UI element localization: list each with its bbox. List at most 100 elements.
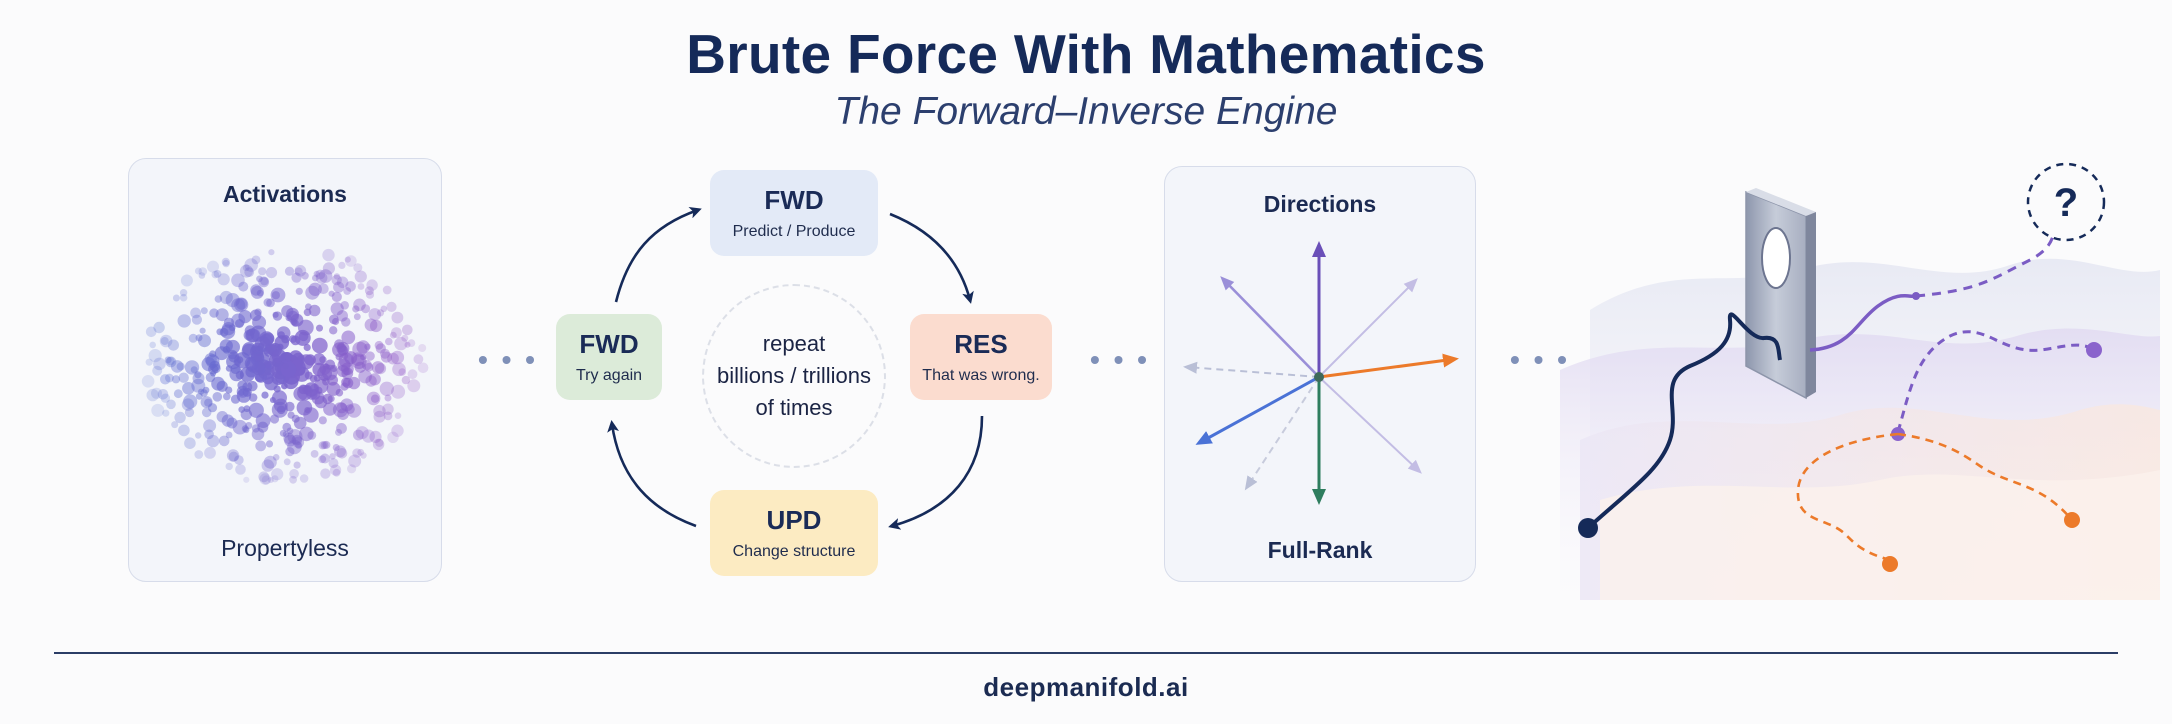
footer-site: deepmanifold.ai [983, 672, 1189, 702]
activation-dot [148, 349, 162, 363]
activation-dot [176, 362, 185, 371]
direction-arrows [1183, 241, 1459, 505]
activation-dot [214, 295, 223, 303]
start-point [1578, 518, 1598, 538]
activation-dot [308, 282, 322, 296]
activation-dot [356, 340, 370, 354]
activation-dot [173, 389, 183, 399]
activation-dot [177, 314, 191, 328]
activation-dot [225, 365, 233, 372]
activation-dot [308, 304, 321, 317]
activation-dot [184, 360, 200, 375]
activation-dot [368, 308, 382, 321]
activation-dot [391, 311, 404, 324]
activation-dot [299, 474, 309, 483]
activation-dot [287, 429, 303, 445]
activation-dot [222, 259, 230, 268]
activation-dot [345, 255, 357, 267]
activation-dot [201, 407, 212, 418]
activation-dot [328, 458, 339, 469]
page-title: Brute Force With Mathematics [686, 23, 1486, 85]
ellipsis-3: • • • [1510, 344, 1570, 375]
activation-dot [198, 388, 205, 395]
activation-dot [225, 462, 233, 471]
arrow-up-left [1220, 276, 1320, 378]
activation-dot [179, 289, 188, 297]
activation-dot [257, 421, 269, 433]
activation-dot [214, 346, 229, 361]
activation-dot [146, 388, 159, 402]
activation-dot [194, 267, 202, 275]
activation-dot [234, 455, 244, 465]
activation-dot [353, 429, 364, 441]
activation-dot [334, 445, 346, 458]
activation-dot [329, 326, 338, 335]
activation-dot [247, 380, 258, 392]
activation-dot [258, 276, 270, 288]
arrow-fwd-to-predict [614, 206, 702, 303]
activation-dot [294, 329, 311, 346]
fwd-retry-sub: Try again [575, 366, 643, 384]
activation-dot [206, 434, 220, 448]
activation-dot [191, 378, 206, 393]
activation-dot [244, 258, 258, 272]
activation-dot [382, 285, 392, 295]
activation-dot [335, 428, 342, 436]
activation-dot [200, 389, 208, 397]
activation-dot [283, 432, 295, 444]
directions-panel: Directions Full-Rank [1164, 166, 1476, 582]
activation-dot [331, 274, 342, 286]
activation-dot [272, 311, 283, 321]
activation-dot [319, 363, 331, 375]
res-box: RES That was wrong. [910, 314, 1052, 400]
ellipsis-1: • • • [478, 344, 538, 375]
activation-dot [418, 344, 427, 352]
activation-dot [165, 373, 174, 383]
activation-dot [347, 464, 357, 474]
activation-dot [246, 328, 261, 343]
orange-endpoint-left [1882, 556, 1898, 572]
activation-dot [366, 391, 381, 406]
activation-dot [334, 339, 345, 350]
activation-dot [265, 440, 274, 448]
activation-dot [384, 394, 392, 402]
activation-dot [261, 391, 269, 399]
activation-dot [209, 308, 219, 318]
activation-dot [292, 436, 305, 448]
activation-dot [365, 375, 377, 387]
ellipsis-2: • • • [1090, 344, 1150, 375]
activation-dot [332, 444, 340, 451]
activation-dot [145, 326, 157, 338]
activation-dot [341, 352, 349, 360]
activation-dot [194, 371, 202, 379]
activation-dot [236, 388, 252, 403]
activation-dot [372, 438, 385, 451]
activation-dot [231, 313, 246, 328]
activation-dot [238, 406, 245, 413]
activation-dot [322, 440, 331, 449]
activation-dot [386, 301, 397, 312]
activation-dot [213, 270, 222, 278]
activation-dot [294, 265, 307, 277]
activation-cloud [141, 248, 429, 485]
activation-dot [375, 343, 386, 354]
activation-dot [170, 360, 184, 373]
activation-dot [261, 475, 271, 485]
activation-dot [194, 450, 204, 459]
arrow-right [1318, 353, 1459, 379]
repeat-line-2: billions / trillions [716, 363, 872, 389]
activation-dot [391, 384, 406, 399]
activation-dot [352, 448, 362, 458]
activation-dot [303, 407, 319, 423]
activation-dot [235, 464, 246, 475]
activation-dot [370, 394, 380, 403]
activation-dot [256, 275, 263, 283]
activation-dot [283, 458, 291, 466]
directions-title: Directions [1263, 191, 1377, 217]
activation-dot [318, 441, 327, 450]
activation-dot [238, 281, 249, 292]
upd-sub: Change structure [732, 542, 856, 560]
activation-dot [204, 398, 213, 407]
activation-dot [231, 298, 246, 313]
activation-dot [380, 348, 390, 359]
